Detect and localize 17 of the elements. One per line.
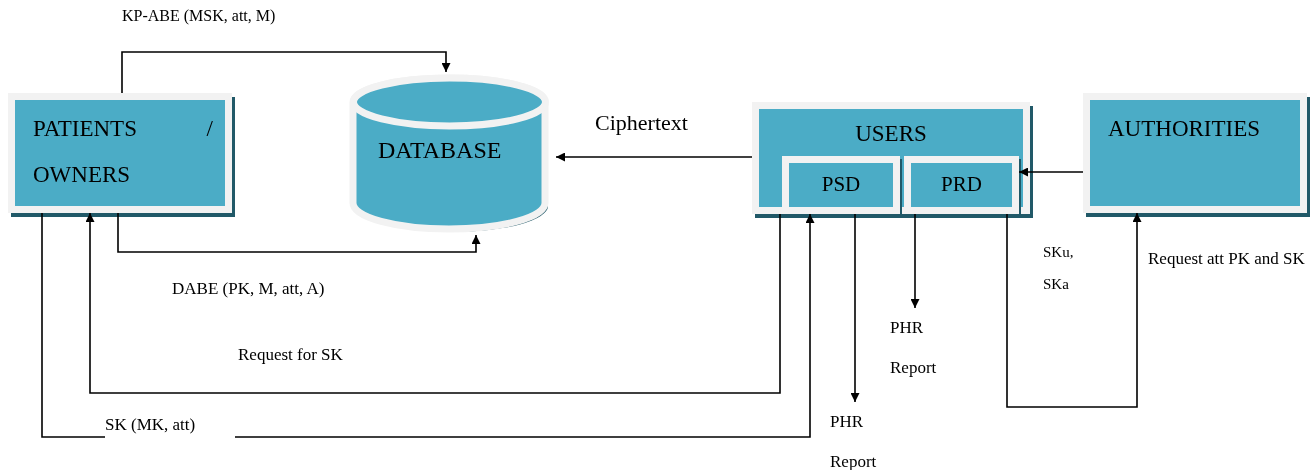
node-label: DATABASE xyxy=(378,137,502,163)
arrow xyxy=(1006,212,1142,408)
node-label: PATIENTS / OWNERS xyxy=(33,116,213,187)
arrow xyxy=(85,212,781,394)
node-label: PRD xyxy=(941,171,982,199)
node-label: USERS xyxy=(855,121,927,146)
node-label: PSD xyxy=(821,171,861,199)
arrow xyxy=(850,213,860,403)
arrow xyxy=(910,213,920,309)
arrow xyxy=(1018,167,1084,177)
arrow xyxy=(117,212,481,253)
arrow xyxy=(555,152,753,162)
arrow xyxy=(41,212,815,438)
arrow xyxy=(121,51,451,94)
node-label: AUTHORITIES xyxy=(1108,116,1261,141)
output-label: PHR Report xyxy=(830,402,900,468)
output-label: PHR Report xyxy=(890,308,960,378)
